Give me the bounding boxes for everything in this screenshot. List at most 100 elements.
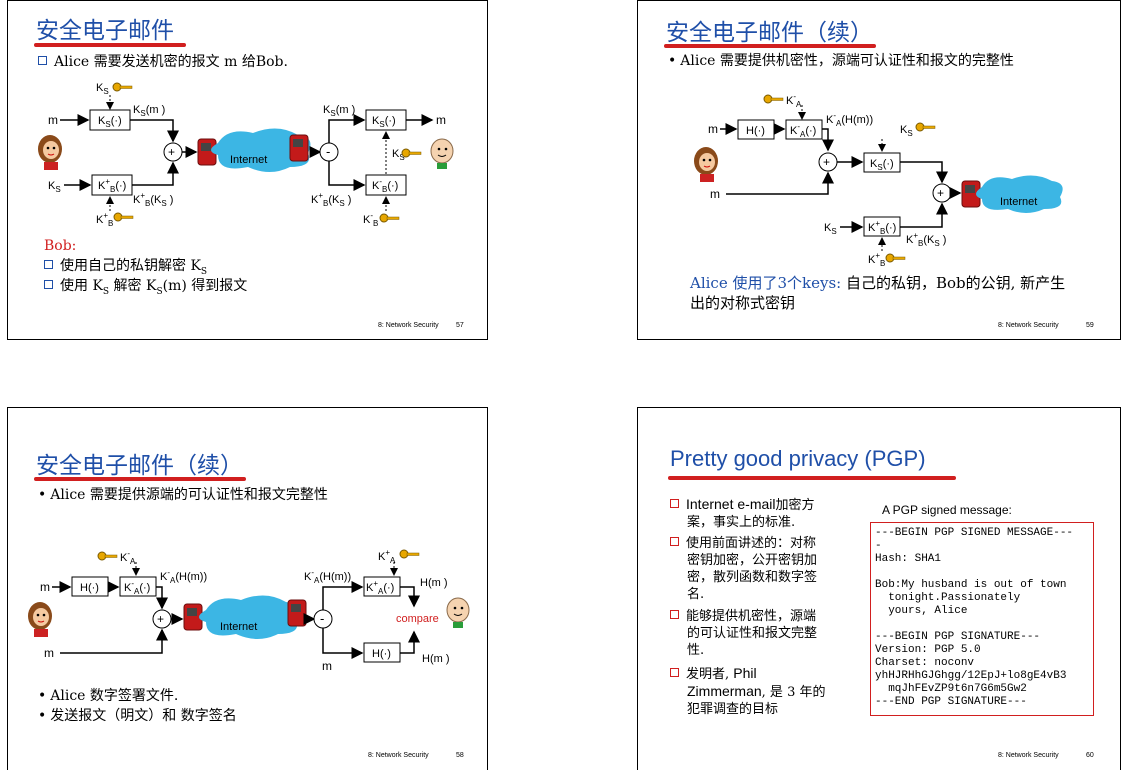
svg-text:K+B(KS ): K+B(KS ) (906, 231, 946, 248)
svg-text:+: + (168, 145, 175, 159)
slide-footer: 8: Network Security (998, 752, 1059, 759)
bullet-square-icon (44, 280, 53, 289)
pgp-line: Charset: noconv (875, 657, 1073, 670)
title-underline (34, 477, 246, 481)
svg-text:K-A: K-A (786, 92, 802, 109)
svg-text:-: - (320, 611, 324, 626)
svg-text:K-A(H(m)): K-A(H(m)) (160, 568, 207, 585)
bullet-line: Alice 需要发送机密的报文 m 给Bob. (38, 53, 288, 72)
svg-text:KS(·): KS(·) (372, 115, 396, 129)
pgp-line: yhHJRHhGJGhgg/12EpJ+lo8gE4vB3 (875, 670, 1073, 683)
svg-text:KS: KS (900, 124, 913, 138)
key-icon (400, 550, 419, 558)
step-text: 使用 K (60, 278, 103, 294)
pgp-item-2: 使用前面讲述的：对称 密钥加密，公开密钥加 密，散列函数和数字签 名. (670, 535, 817, 603)
svg-text:Internet: Internet (230, 154, 267, 166)
slide-footer: 8: Network Security (998, 322, 1059, 329)
title-underline (668, 476, 956, 480)
item-text: 密钥加密，公开密钥加 (687, 553, 817, 568)
item-text: 案，事实上的标准. (687, 515, 795, 530)
key-icon (402, 149, 421, 157)
key-icon (380, 214, 399, 222)
bullet-text: Alice 需要提供源端的可认证性和报文完整性 (50, 487, 328, 503)
pgp-line: ---END PGP SIGNATURE--- (875, 696, 1073, 709)
keys-note: Alice 使用了3个keys: 自己的私钥，Bob的公钥, 新产生 (690, 274, 1065, 293)
bullet-square-icon (670, 610, 679, 619)
svg-text:+: + (937, 186, 944, 200)
slide-footer: 8: Network Security (378, 322, 439, 329)
svg-text:m: m (436, 113, 446, 127)
page-number: 59 (1086, 322, 1094, 329)
key-icon (916, 123, 935, 131)
svg-text:Internet: Internet (1000, 196, 1037, 208)
bullet-text: Alice 需要提供机密性，源端可认证性和报文的完整性 (680, 53, 1014, 69)
item-text: Phil (733, 665, 756, 681)
key-icon (764, 95, 783, 103)
bullet-square-icon (670, 537, 679, 546)
item-text: 的可认证性和报文完整 (687, 626, 817, 641)
bullet-text: 发送报文（明文）和 数字签名 (50, 708, 236, 724)
page-number: 58 (456, 752, 464, 759)
pgp-message-text: ---BEGIN PGP SIGNED MESSAGE----Hash: SHA… (875, 527, 1073, 709)
title-underline (34, 43, 186, 47)
svg-text:K+A: K+A (378, 548, 396, 565)
alice-icon (38, 135, 62, 170)
svg-text:KS(·): KS(·) (98, 115, 122, 129)
slide-title: 安全电子邮件 (36, 11, 174, 45)
encryption-diagram: m KS(·) KS KS(m ) + KS K+B(·) K+B(KS ) K… (8, 73, 488, 233)
svg-text:KS: KS (824, 222, 837, 236)
svg-text:K-B: K-B (363, 211, 378, 228)
page-number: 57 (456, 322, 464, 329)
alice-icon (28, 602, 52, 637)
keys-note-text: 自己的私钥，Bob的公钥, 新产生 (846, 274, 1065, 292)
pgp-line: ---BEGIN PGP SIGNED MESSAGE--- (875, 527, 1073, 540)
sig-bullet-2: •发送报文（明文）和 数字签名 (38, 707, 237, 726)
svg-text:m: m (44, 646, 54, 660)
keys-note-line2: 出的对称式密钥 (690, 294, 795, 313)
item-text: 能够提供机密性，源端 (686, 609, 816, 624)
slide-footer: 8: Network Security (368, 752, 429, 759)
page-number: 60 (1086, 752, 1094, 759)
step-text: 解密 K (109, 278, 156, 294)
svg-text:KS(m ): KS(m ) (323, 104, 355, 118)
pgp-line (875, 566, 1073, 579)
bullet-text: Alice 需要发送机密的报文 m 给Bob. (54, 54, 288, 70)
step-text: 使用自己的私钥解密 K (60, 258, 201, 274)
pgp-line: yours, Alice (875, 605, 1073, 618)
slide-59: 安全电子邮件（续） •Alice 需要提供机密性，源端可认证性和报文的完整性 K… (637, 0, 1121, 340)
slide-57: 安全电子邮件 Alice 需要发送机密的报文 m 给Bob. m KS(·) K… (7, 0, 488, 340)
svg-text:KS: KS (96, 82, 109, 96)
bullet-line: •Alice 需要提供源端的可认证性和报文完整性 (38, 486, 328, 505)
bullet-square-icon (670, 499, 679, 508)
pgp-message-box: ---BEGIN PGP SIGNED MESSAGE----Hash: SHA… (870, 522, 1094, 716)
key-icon (98, 552, 117, 560)
keys-note-highlight: Alice 使用了3个keys: (690, 274, 846, 292)
svg-text:KS(m ): KS(m ) (133, 104, 165, 118)
svg-text:Internet: Internet (220, 621, 257, 633)
item-text: 犯罪调查的目标 (687, 702, 778, 717)
svg-text:KS: KS (48, 180, 61, 194)
bullet-square-icon (44, 260, 53, 269)
pgp-line: Version: PGP 5.0 (875, 644, 1073, 657)
bullet-line: •Alice 需要提供机密性，源端可认证性和报文的完整性 (668, 52, 1014, 71)
bullet-text: Alice 数字签署文件. (50, 688, 178, 704)
slide-title: 安全电子邮件（续） (666, 13, 873, 47)
signature-diagram: K-A m H(·) K-A(·) K-A(H(m)) + m Internet (8, 540, 488, 680)
confidentiality-diagram: K-A m H(·) K-A(·) K-A(H(m)) KS + KS(·) m… (638, 83, 1121, 283)
svg-text:m: m (322, 659, 332, 673)
slide-58: 安全电子邮件（续） •Alice 需要提供源端的可认证性和报文完整性 K-A m… (7, 407, 488, 770)
alice-icon (694, 147, 718, 182)
bob-label: Bob: (44, 237, 76, 256)
svg-text:H(·): H(·) (372, 648, 391, 660)
svg-text:K-A(H(m)): K-A(H(m)) (304, 568, 351, 585)
bullet-square-icon (670, 668, 679, 677)
pgp-item-4: 发明者, Phil Zimmerman, 是 3 年的 犯罪调查的目标 (670, 665, 825, 718)
receiver-computer-icon (290, 135, 308, 161)
signed-message-label: A PGP signed message: (882, 501, 1012, 520)
pgp-line: - (875, 540, 1073, 553)
item-text: 性. (687, 643, 704, 658)
pgp-line: ---BEGIN PGP SIGNATURE--- (875, 631, 1073, 644)
bob-step-2: 使用 KS 解密 KS(m) 得到报文 (44, 277, 247, 302)
svg-text:K+B: K+B (96, 211, 113, 228)
item-text: 密，散列函数和数字签 (687, 570, 817, 585)
